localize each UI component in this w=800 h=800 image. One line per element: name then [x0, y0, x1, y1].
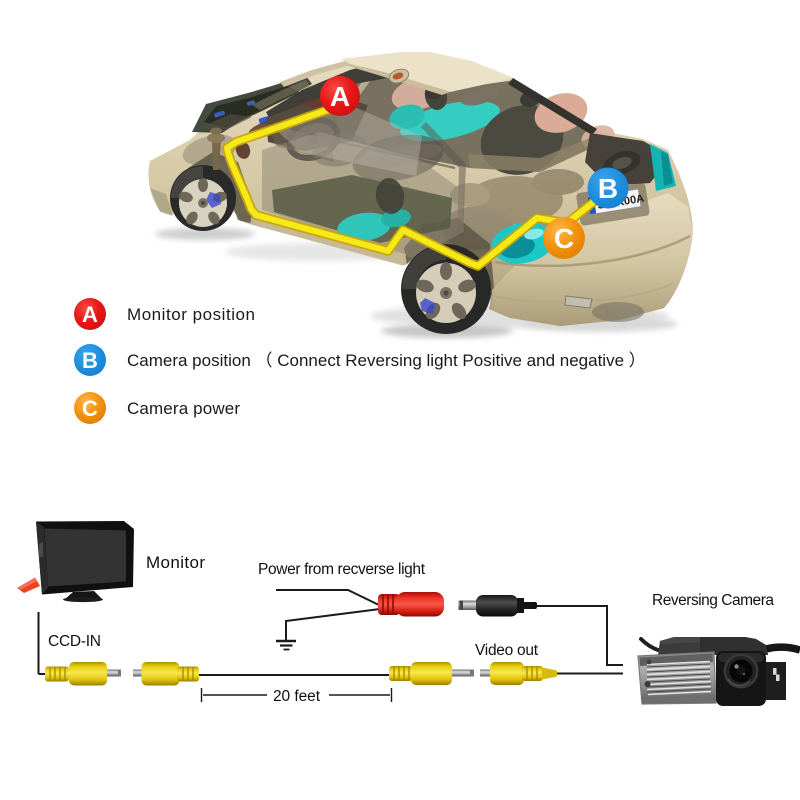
svg-text:C: C	[554, 223, 574, 254]
svg-text:A: A	[82, 302, 98, 327]
svg-text:A: A	[330, 81, 350, 112]
svg-text:C: C	[82, 396, 98, 421]
svg-text:Video out: Video out	[475, 642, 539, 659]
svg-text:Monitor position: Monitor position	[127, 305, 255, 324]
svg-text:Camera position （ Connect Reve: Camera position （ Connect Reversing ligh…	[127, 351, 646, 370]
svg-text:B: B	[82, 348, 98, 373]
svg-text:Reversing Camera: Reversing Camera	[652, 592, 774, 609]
svg-text:Monitor: Monitor	[146, 553, 205, 572]
svg-text:Camera power: Camera power	[127, 399, 240, 418]
svg-text:CCD-IN: CCD-IN	[48, 633, 101, 650]
svg-text:20 feet: 20 feet	[273, 688, 321, 705]
svg-text:B: B	[598, 173, 618, 204]
svg-text:Power from recverse light: Power from recverse light	[258, 561, 426, 578]
